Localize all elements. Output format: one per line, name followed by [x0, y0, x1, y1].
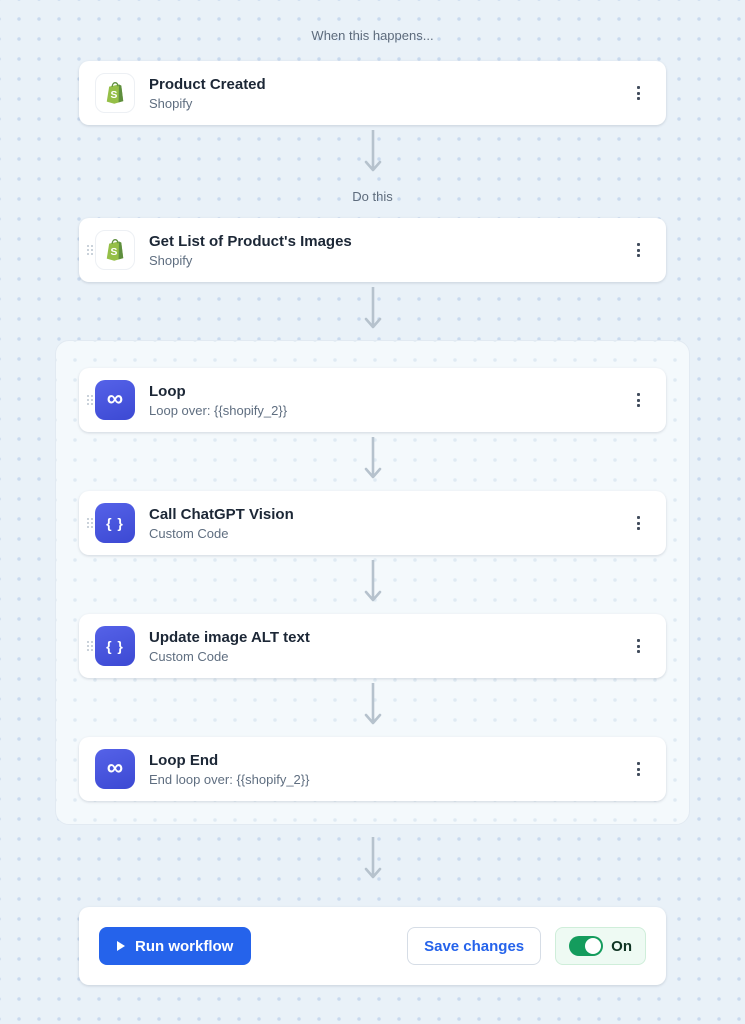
arrow-down-icon: [364, 681, 382, 727]
trigger-section-label: When this happens...: [311, 28, 434, 43]
loop-infinity-icon: ∞: [95, 380, 135, 420]
step-config: Loop over: {{shopify_2}}: [149, 402, 288, 418]
step-title: Loop: [149, 382, 186, 400]
shopify-icon: S: [95, 73, 135, 113]
drag-handle-icon[interactable]: [84, 242, 96, 258]
workflow-on-toggle[interactable]: On: [555, 927, 646, 965]
step-card-update-image-alt-text[interactable]: { } Update image ALT text Custom Code: [79, 614, 666, 678]
step-title: Call ChatGPT Vision: [149, 505, 294, 523]
step-app-name: Shopify: [149, 252, 193, 268]
custom-code-icon: { }: [95, 503, 135, 543]
shopify-letter: S: [110, 90, 117, 101]
save-changes-button[interactable]: Save changes: [407, 927, 542, 965]
toggle-state-label: On: [611, 937, 632, 955]
workflow-action-bar: Run workflow Save changes On: [79, 907, 666, 985]
kebab-menu-icon[interactable]: [627, 385, 650, 415]
play-icon: [117, 941, 125, 951]
step-card-call-chatgpt-vision[interactable]: { } Call ChatGPT Vision Custom Code: [79, 491, 666, 555]
kebab-menu-icon[interactable]: [627, 235, 650, 265]
kebab-menu-icon[interactable]: [627, 508, 650, 538]
arrow-down-icon: [364, 285, 382, 331]
arrow-down-icon: [364, 835, 382, 881]
kebab-menu-icon[interactable]: [627, 78, 650, 108]
workflow-canvas: When this happens... S Product Created S…: [55, 28, 690, 985]
step-title: Update image ALT text: [149, 628, 310, 646]
arrow-down-icon: [364, 435, 382, 481]
kebab-menu-icon[interactable]: [627, 754, 650, 784]
arrow-down-icon: [364, 128, 382, 174]
loop-infinity-icon: ∞: [95, 749, 135, 789]
custom-code-icon: { }: [95, 626, 135, 666]
step-app-name: Custom Code: [149, 648, 229, 664]
step-app-name: Shopify: [149, 95, 193, 111]
run-workflow-button[interactable]: Run workflow: [99, 927, 252, 965]
step-card-loop[interactable]: ∞ Loop Loop over: {{shopify_2}}: [79, 368, 666, 432]
drag-handle-icon[interactable]: [84, 515, 96, 531]
step-card-product-created[interactable]: S Product Created Shopify: [79, 61, 666, 125]
toggle-switch-icon[interactable]: [569, 936, 604, 956]
step-title: Loop End: [149, 751, 219, 769]
loop-block-container: ∞ Loop Loop over: {{shopify_2}} { } Call…: [55, 340, 690, 825]
kebab-menu-icon[interactable]: [627, 631, 650, 661]
step-title: Product Created: [149, 75, 266, 93]
drag-handle-icon[interactable]: [84, 392, 96, 408]
shopify-icon: S: [95, 230, 135, 270]
shopify-letter: S: [110, 247, 117, 258]
step-card-get-product-images[interactable]: S Get List of Product's Images Shopify: [79, 218, 666, 282]
arrow-down-icon: [364, 558, 382, 604]
step-config: End loop over: {{shopify_2}}: [149, 771, 310, 787]
step-app-name: Custom Code: [149, 525, 229, 541]
step-card-loop-end[interactable]: ∞ Loop End End loop over: {{shopify_2}}: [79, 737, 666, 801]
step-title: Get List of Product's Images: [149, 232, 352, 250]
action-section-label: Do this: [352, 189, 393, 204]
drag-handle-icon[interactable]: [84, 638, 96, 654]
